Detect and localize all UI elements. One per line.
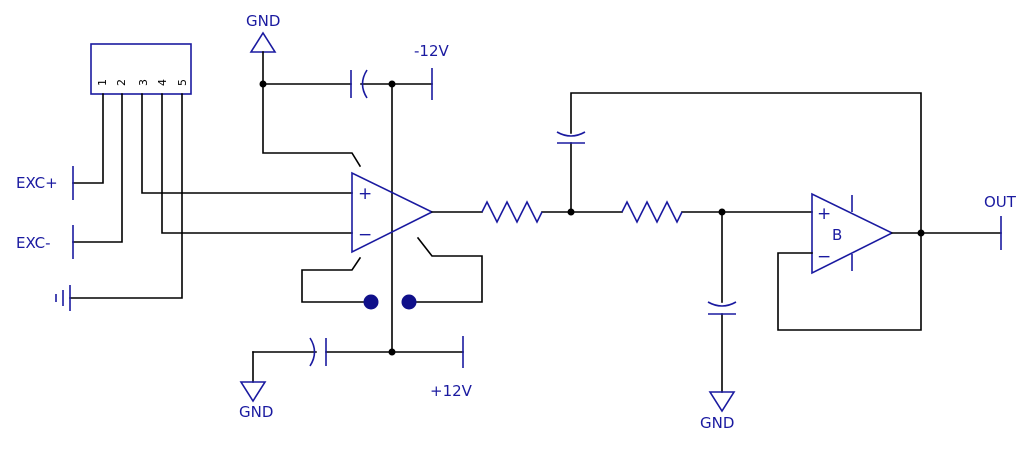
- connector-pin-4: 4: [156, 79, 169, 86]
- capacitor-feedback: [556, 131, 586, 144]
- neg12-label: -12V: [414, 42, 449, 60]
- opamp-a-plus: +: [358, 184, 372, 204]
- exc-plus-label: EXC+: [16, 174, 58, 192]
- gnd-top-symbol: [249, 31, 277, 85]
- gnd-bottom-mid-symbol: [708, 391, 736, 413]
- opamp-b-name: B: [832, 226, 842, 244]
- offset-pad-right: [401, 294, 417, 310]
- junction-dot: [567, 208, 575, 216]
- junction-dot: [718, 208, 726, 216]
- opamp-b-minus: −: [817, 247, 831, 267]
- filter-wires: [431, 92, 922, 393]
- opamp-a: + −: [351, 171, 434, 254]
- connector-pin-1: 1: [96, 79, 109, 86]
- gnd-top-label: GND: [246, 12, 280, 30]
- opamp-a-minus: −: [358, 225, 372, 245]
- gnd-bottom-left-label: GND: [239, 403, 273, 421]
- output-wires: [777, 232, 1002, 331]
- top-rail-wires: [262, 83, 433, 353]
- opamp-b: + − B: [811, 192, 894, 275]
- capacitor-bottom: [309, 337, 327, 367]
- gnd-bottom-left-symbol: [239, 381, 267, 403]
- gnd-bottom-mid-label: GND: [700, 414, 734, 432]
- pos12-label: +12V: [430, 382, 473, 400]
- chassis-ground-icon: [55, 285, 71, 311]
- resistor-2: [621, 200, 683, 224]
- junction-dot: [917, 229, 925, 237]
- exc-minus-label: EXC-: [16, 234, 51, 252]
- capacitor-shunt: [707, 301, 737, 315]
- capacitor-top: [350, 69, 368, 99]
- junction-dot: [259, 80, 267, 88]
- connector-pin-3: 3: [137, 79, 150, 86]
- bottom-rail-wires: [252, 351, 464, 383]
- connector-wires: [69, 93, 353, 299]
- offset-null-wires: [301, 236, 483, 303]
- connector-pin-5: 5: [176, 79, 189, 86]
- junction-dot: [388, 80, 396, 88]
- resistor-1: [481, 200, 543, 224]
- offset-pad-left: [363, 294, 379, 310]
- opamp-b-plus: +: [817, 204, 831, 224]
- out-label: OUT: [984, 193, 1017, 211]
- connector-header: 1 2 3 4 5: [90, 43, 192, 95]
- junction-dot: [388, 348, 396, 356]
- connector-pin-2: 2: [115, 79, 128, 86]
